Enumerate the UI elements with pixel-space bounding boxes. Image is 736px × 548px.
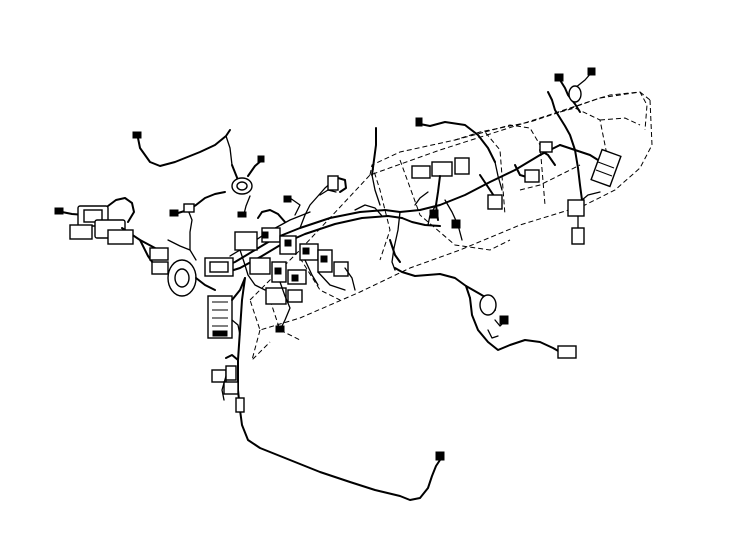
mid-upper-branch <box>257 175 383 291</box>
upper-center-wire <box>371 127 381 206</box>
fuse-block-module <box>204 257 246 339</box>
left-switch-cluster <box>54 197 216 297</box>
main-harness-trunk <box>214 144 577 359</box>
lower-drop-wire <box>211 277 445 501</box>
center-right-connectors <box>411 141 556 241</box>
column-connector-wire <box>169 191 226 251</box>
trunk-right-bundle <box>389 191 441 263</box>
center-connector-cluster <box>234 195 349 333</box>
round-component-upper <box>231 155 265 218</box>
upper-left-branch-wire <box>132 129 233 167</box>
top-middle-wire <box>415 117 503 191</box>
instrument-panel-outline <box>249 91 653 362</box>
right-harness-branch <box>547 67 622 245</box>
